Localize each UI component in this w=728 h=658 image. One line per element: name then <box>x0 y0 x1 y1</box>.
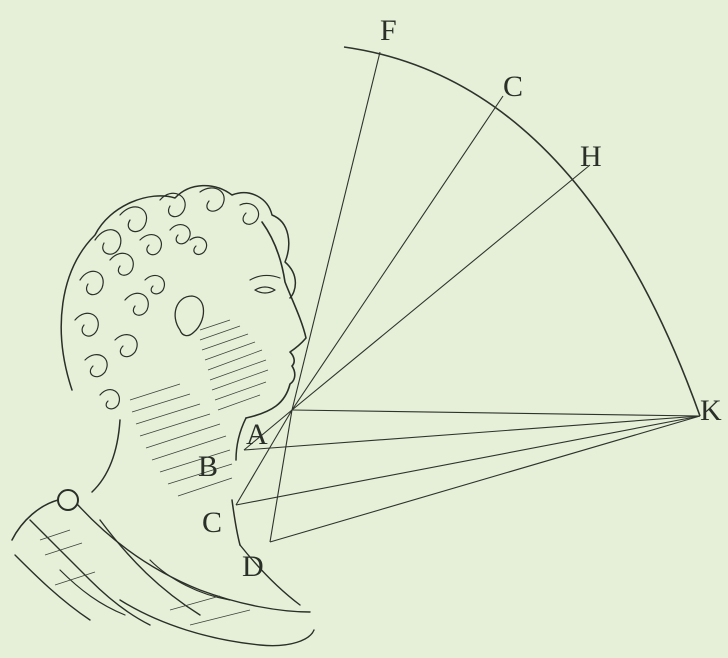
label-d: D <box>242 550 264 583</box>
label-h: H <box>580 140 602 173</box>
label-c-arc: C <box>503 70 523 103</box>
label-k: K <box>700 394 722 427</box>
engraved-profile-head-icon <box>11 184 315 647</box>
label-f: F <box>380 14 397 47</box>
quadrant-arc <box>343 46 701 417</box>
label-b: B <box>198 450 218 483</box>
rays-from-a <box>235 51 701 543</box>
face-hatching <box>39 319 269 626</box>
label-c-neck: C <box>202 506 222 539</box>
rays-from-k <box>235 415 701 543</box>
label-a: A <box>246 418 268 451</box>
